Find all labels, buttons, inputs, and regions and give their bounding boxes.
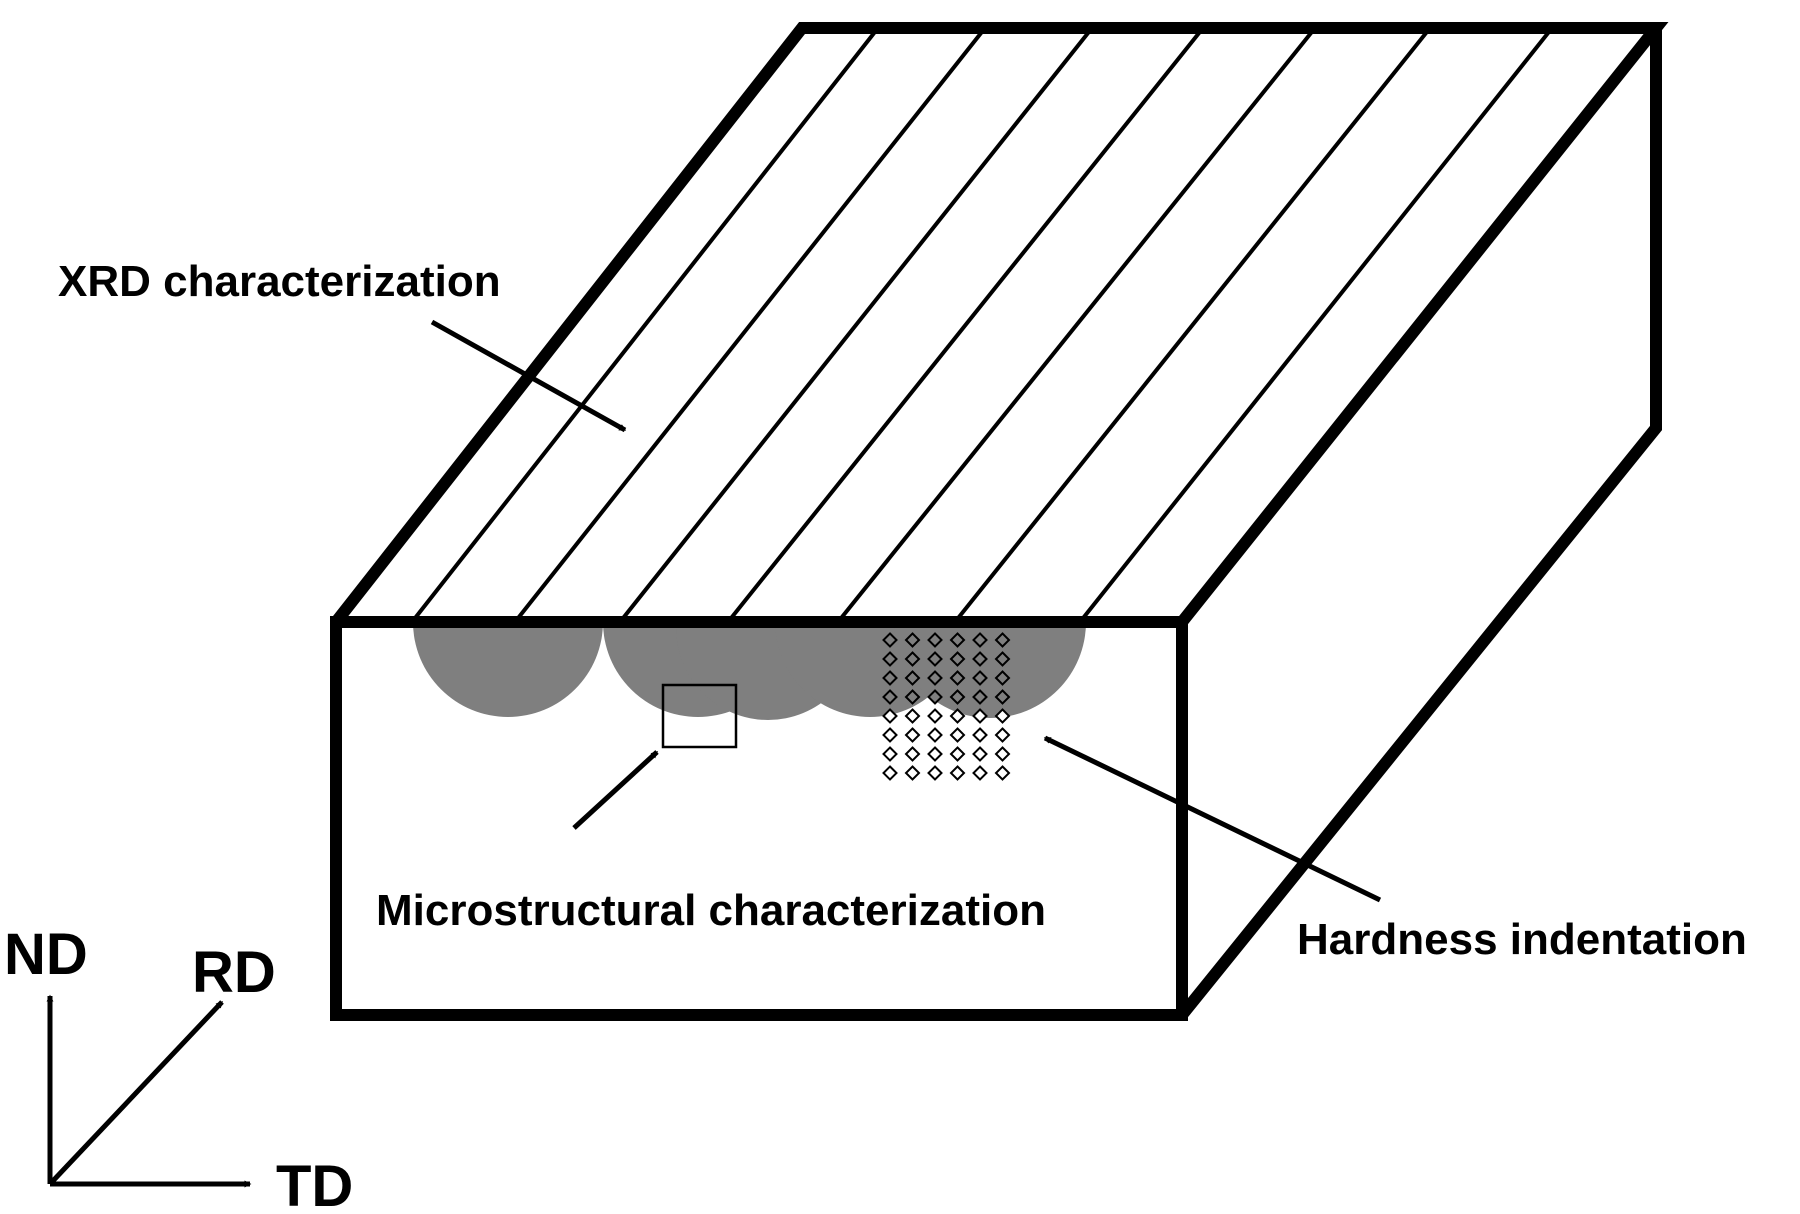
indentation-mark xyxy=(927,746,943,762)
indentation-mark xyxy=(927,689,943,705)
indentation-mark xyxy=(927,765,943,781)
hardness-indentation-grid xyxy=(882,632,1011,781)
indentation-mark xyxy=(904,651,921,667)
indentation-mark xyxy=(972,765,988,781)
indentation-mark xyxy=(972,689,988,705)
indentation-mark xyxy=(882,746,898,762)
indentation-mark xyxy=(927,727,943,743)
indentation-mark xyxy=(994,689,1011,705)
indentation-mark xyxy=(904,689,921,705)
top-face-scan-tracks xyxy=(410,26,1554,624)
microstructural-characterization-label: Microstructural characterization xyxy=(376,886,1046,935)
indentation-mark xyxy=(882,708,898,724)
indentation-mark xyxy=(904,765,921,781)
indentation-mark xyxy=(972,632,988,648)
indentation-mark xyxy=(972,651,988,667)
block-outline xyxy=(330,22,1669,1021)
indentation-mark xyxy=(904,727,921,743)
scan-track xyxy=(513,26,987,624)
indentation-mark xyxy=(927,708,943,724)
rd-axis-label: RD xyxy=(192,940,276,1005)
indentation-mark xyxy=(994,632,1011,648)
indentation-mark xyxy=(949,765,966,781)
indentation-mark xyxy=(949,708,966,724)
scan-track xyxy=(410,26,880,624)
indentation-mark xyxy=(994,670,1011,686)
indentation-mark xyxy=(927,670,943,686)
td-axis-label: TD xyxy=(276,1154,353,1214)
coordinate-axes xyxy=(46,994,252,1188)
scan-track xyxy=(953,26,1432,624)
indentation-mark xyxy=(882,670,898,686)
indentation-mark xyxy=(882,651,898,667)
scan-track xyxy=(1078,26,1554,624)
indentation-mark xyxy=(972,727,988,743)
melt-pool-region xyxy=(413,622,1086,720)
block-top-face-edges xyxy=(331,22,1669,626)
indentation-mark xyxy=(949,651,966,667)
hardness-indentation-label: Hardness indentation xyxy=(1297,915,1747,964)
indentation-mark xyxy=(882,632,898,648)
hardness-pointer-arrow xyxy=(1043,735,1382,903)
xrd-pointer-arrow xyxy=(430,319,627,433)
label-arrows xyxy=(430,319,1382,903)
indentation-mark xyxy=(882,689,898,705)
indentation-mark xyxy=(972,746,988,762)
indentation-mark xyxy=(904,670,921,686)
scan-track xyxy=(618,26,1094,624)
indentation-mark xyxy=(972,708,988,724)
indentation-mark xyxy=(949,689,966,705)
indentation-mark xyxy=(949,632,966,648)
scan-track xyxy=(836,26,1317,624)
microstructure-pointer-arrow xyxy=(572,750,659,830)
indentation-mark xyxy=(904,746,921,762)
indentation-mark xyxy=(904,632,921,648)
microstructure-area-box xyxy=(661,683,738,749)
indentation-mark xyxy=(949,727,966,743)
indentation-mark xyxy=(949,746,966,762)
indentation-mark xyxy=(904,708,921,724)
rd-axis-arrow xyxy=(48,1000,224,1186)
indentation-mark xyxy=(927,632,943,648)
indentation-mark xyxy=(994,765,1011,781)
indentation-mark xyxy=(972,670,988,686)
indentation-mark xyxy=(927,651,943,667)
indentation-mark xyxy=(994,651,1011,667)
indentation-mark xyxy=(994,746,1011,762)
indentation-mark xyxy=(949,670,966,686)
block-side-face-edges xyxy=(1177,28,1662,1019)
indentation-mark xyxy=(882,727,898,743)
indentation-mark xyxy=(882,765,898,781)
scan-track xyxy=(726,26,1205,624)
indentation-mark xyxy=(994,708,1011,724)
indentation-mark xyxy=(994,727,1011,743)
nd-axis-label: ND xyxy=(4,922,88,987)
xrd-characterization-label: XRD characterization xyxy=(58,257,501,306)
